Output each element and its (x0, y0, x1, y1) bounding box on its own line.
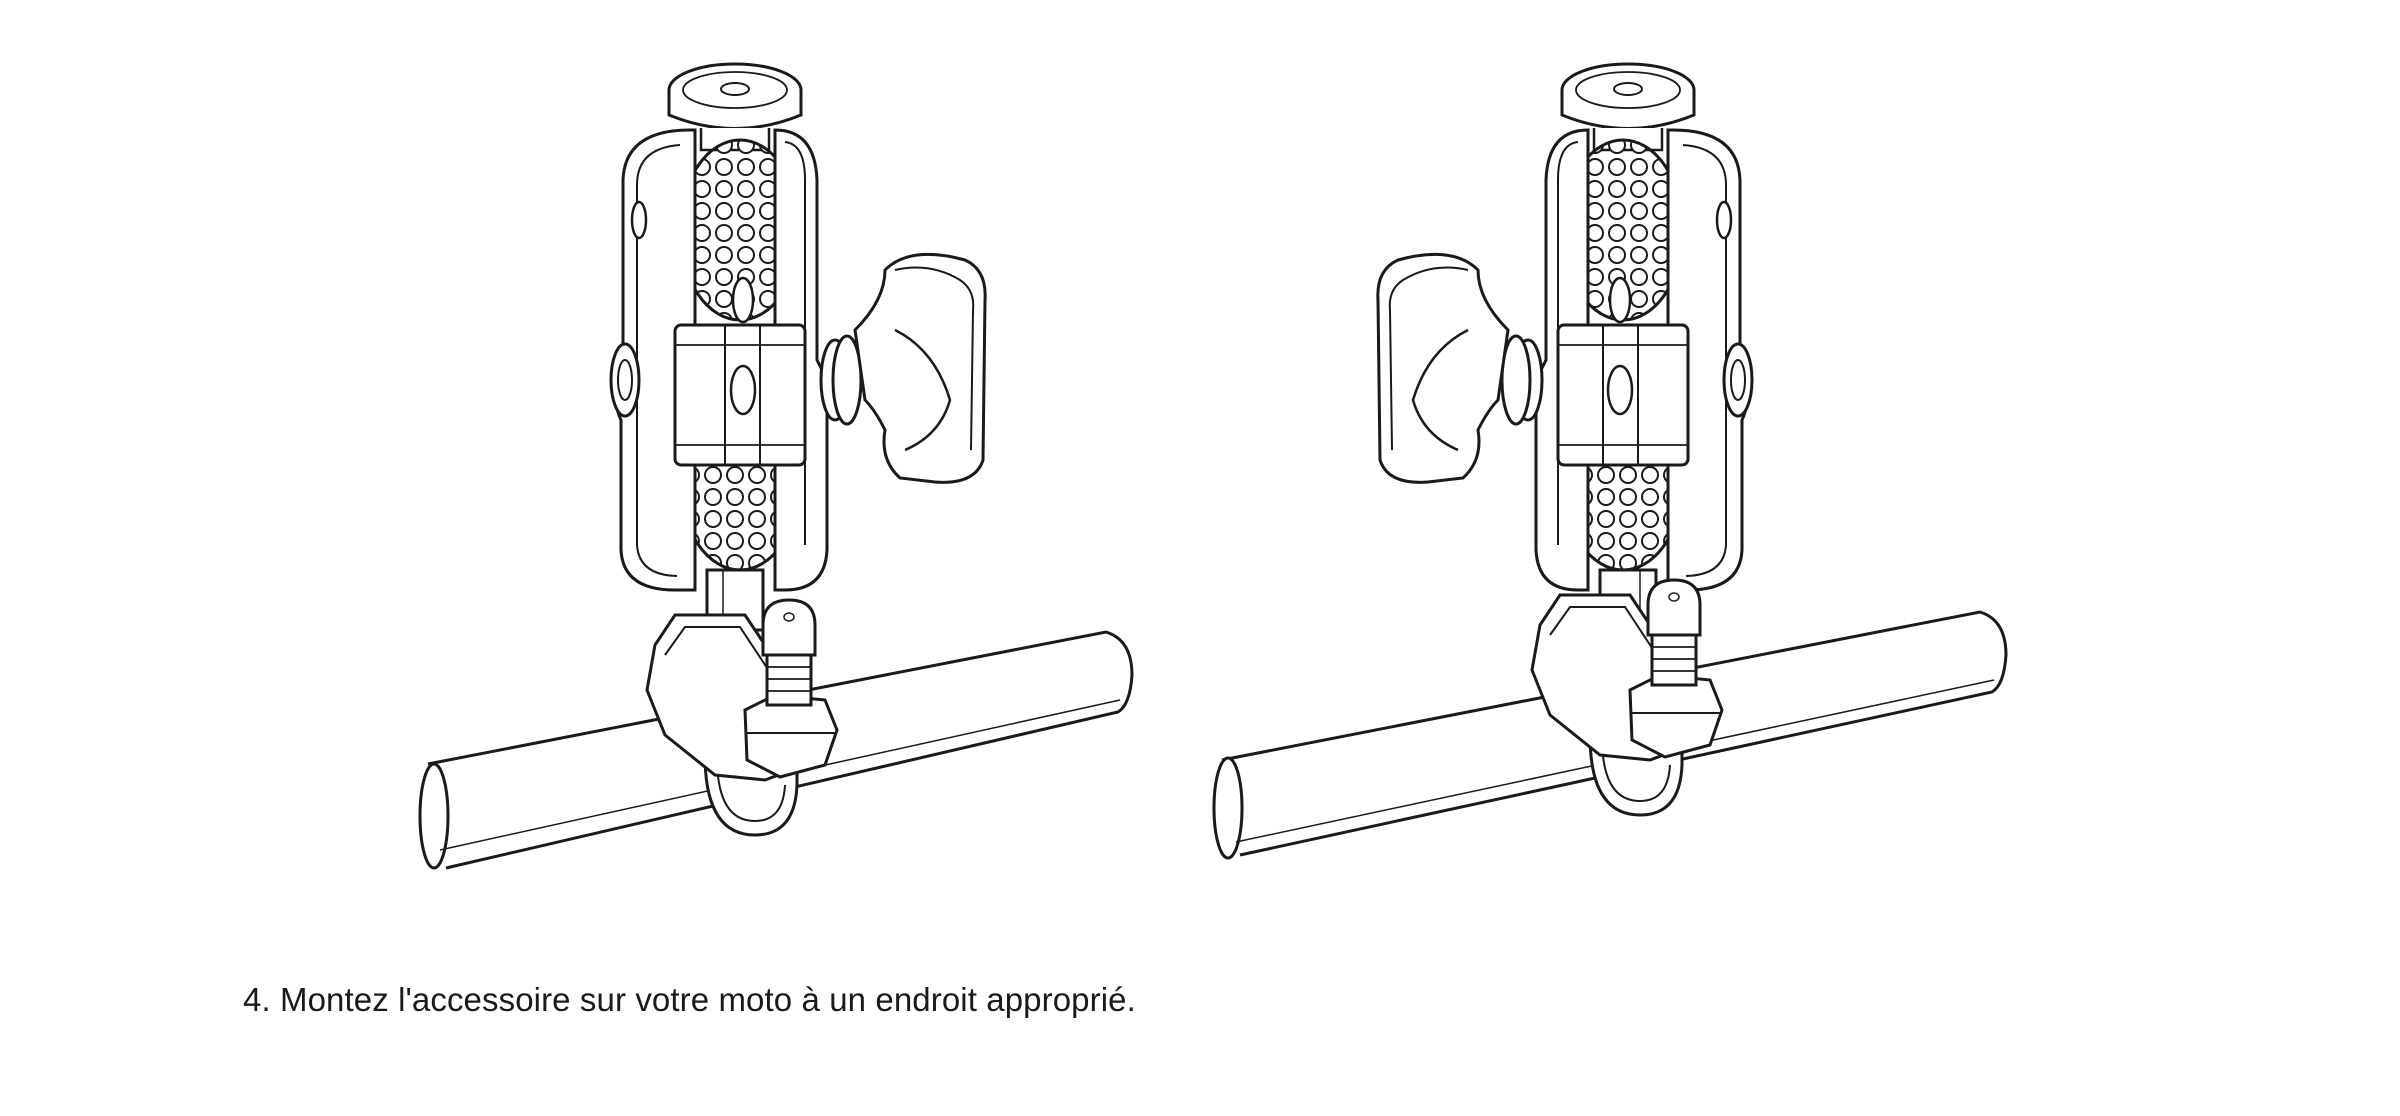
step-instruction: 4. Montez l'accessoire sur votre moto à … (243, 981, 1136, 1018)
mount-left (418, 62, 1134, 870)
mount-illustration (418, 62, 2008, 870)
mount-right (1212, 62, 2008, 860)
